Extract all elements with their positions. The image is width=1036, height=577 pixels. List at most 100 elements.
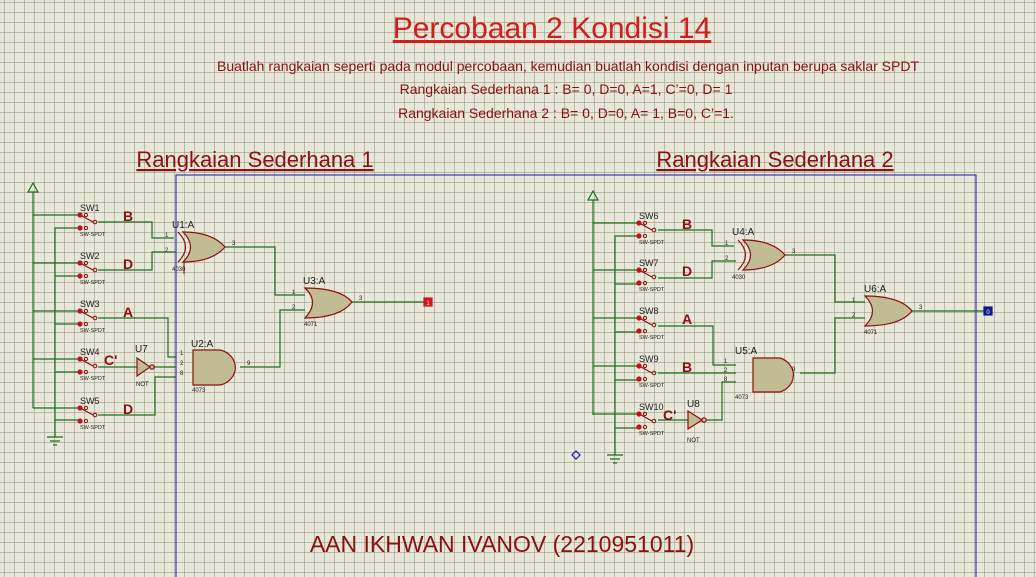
switch-type: SW-SPDT	[80, 425, 106, 431]
wire-sw1-xor	[98, 221, 174, 239]
and-pin2-u2: 2	[180, 361, 184, 367]
switch-contact	[642, 376, 648, 382]
switch-terminal	[636, 376, 642, 382]
ground-rail-2	[614, 235, 637, 455]
xor-type-u4: 4030	[732, 275, 746, 281]
circuit2-heading: Rangkaian Sederhana 2	[656, 147, 893, 172]
switch-ref: SW3	[80, 299, 100, 309]
output-probe-1	[423, 297, 433, 307]
switch-contact	[83, 225, 89, 231]
switch-blade	[81, 359, 94, 367]
switch-contact	[642, 315, 648, 321]
circuit1-heading: Rangkaian Sederhana 1	[136, 147, 373, 172]
not-gate-u8	[687, 409, 704, 431]
labels: U1:A 4030 1 2 3 U2:A 1 2 8 9 4073 U3:A 1…	[135, 220, 990, 444]
circuit1-components	[136, 231, 433, 386]
switch-blade	[640, 223, 653, 231]
switch-type: SW-SPDT	[639, 383, 665, 389]
switch-terminal	[636, 363, 642, 369]
or-type-u6: 4071	[864, 330, 878, 336]
output-value-2: 0	[986, 310, 990, 316]
or-ref-u6: U6:A	[864, 284, 887, 295]
switch-blade	[81, 215, 94, 223]
xor-pin1-u1: 1	[165, 233, 169, 239]
and-ref-u2: U2:A	[191, 339, 214, 350]
switch-signal-label: C'	[663, 407, 676, 423]
switch-pivot	[92, 315, 98, 321]
not-type-u8: NOT	[687, 438, 700, 444]
switch-contact	[642, 363, 648, 369]
switch-contact	[83, 308, 89, 314]
and-pin2-u5: 2	[724, 368, 728, 374]
switch-contact	[642, 220, 648, 226]
and-pin8-u2: 8	[180, 371, 184, 377]
switch-signal-label: A	[682, 311, 692, 327]
switch-terminal	[77, 308, 83, 314]
switch-contact	[642, 233, 648, 239]
xor-ref-u4: U4:A	[732, 227, 755, 238]
switch-pivot	[651, 370, 657, 376]
switch-type: SW-SPDT	[80, 328, 106, 334]
switch-terminal	[636, 424, 642, 430]
and-gate-u2	[192, 349, 236, 386]
switch-ref: SW8	[639, 306, 659, 316]
switch-contact	[642, 267, 648, 273]
switch-blade	[640, 270, 653, 278]
power-terminal-2	[586, 189, 600, 222]
and-ref-u5: U5:A	[735, 346, 758, 357]
switch-blade	[640, 366, 653, 374]
and-pin8-u5: 8	[724, 377, 728, 383]
not-gate-u7	[136, 356, 152, 378]
switch-signal-label: D	[123, 256, 133, 272]
switch-type: SW-SPDT	[639, 287, 665, 293]
switch-type: SW-SPDT	[80, 232, 106, 238]
switch-contact	[83, 273, 89, 279]
switch-signal-label: A	[123, 304, 133, 320]
or-pin1-u6: 1	[852, 298, 856, 304]
or-pin2-u6: 2	[852, 313, 856, 319]
xor-type-u1: 4030	[172, 267, 186, 273]
switch-pivot	[651, 322, 657, 328]
circuit1	[26, 181, 425, 446]
switch-contact	[83, 212, 89, 218]
switch-contact	[642, 424, 648, 430]
ground-rail-1	[54, 227, 78, 423]
switch-pivot	[92, 267, 98, 273]
switch-blade	[640, 414, 653, 422]
not-ref-u7: U7	[135, 344, 148, 355]
wire-sw7-xor	[658, 260, 736, 279]
circuit2-components	[571, 239, 993, 460]
switches-layer: SW1SW-SPDTBSW2SW-SPDTDSW3SW-SPDTASW4SW-S…	[77, 203, 692, 437]
or-pin2-u3: 2	[292, 305, 296, 311]
wire-xor-or	[225, 246, 305, 296]
switch-pivot	[92, 363, 98, 369]
and-type-u5: 4073	[735, 395, 749, 401]
xor-gate-u4	[737, 239, 786, 271]
output-value-1: 1	[426, 301, 430, 307]
switch-type: SW-SPDT	[80, 280, 106, 286]
switch-terminal	[636, 280, 642, 286]
or-pin3-u3: 3	[359, 296, 363, 302]
author-label: AAN IKHWAN IVANOV (2210951011)	[310, 531, 694, 557]
switch-signal-label: B	[682, 216, 692, 232]
switch-terminal	[77, 321, 83, 327]
not-bubble-u8	[701, 417, 707, 423]
wire-and-or-2	[800, 317, 865, 374]
origin-marker	[571, 450, 581, 460]
and-pin9-u5: 9	[792, 367, 796, 373]
switch-blade	[81, 311, 94, 319]
switch-contact	[83, 418, 89, 424]
and-type-u2: 4073	[192, 388, 206, 394]
switch-contact	[642, 328, 648, 334]
